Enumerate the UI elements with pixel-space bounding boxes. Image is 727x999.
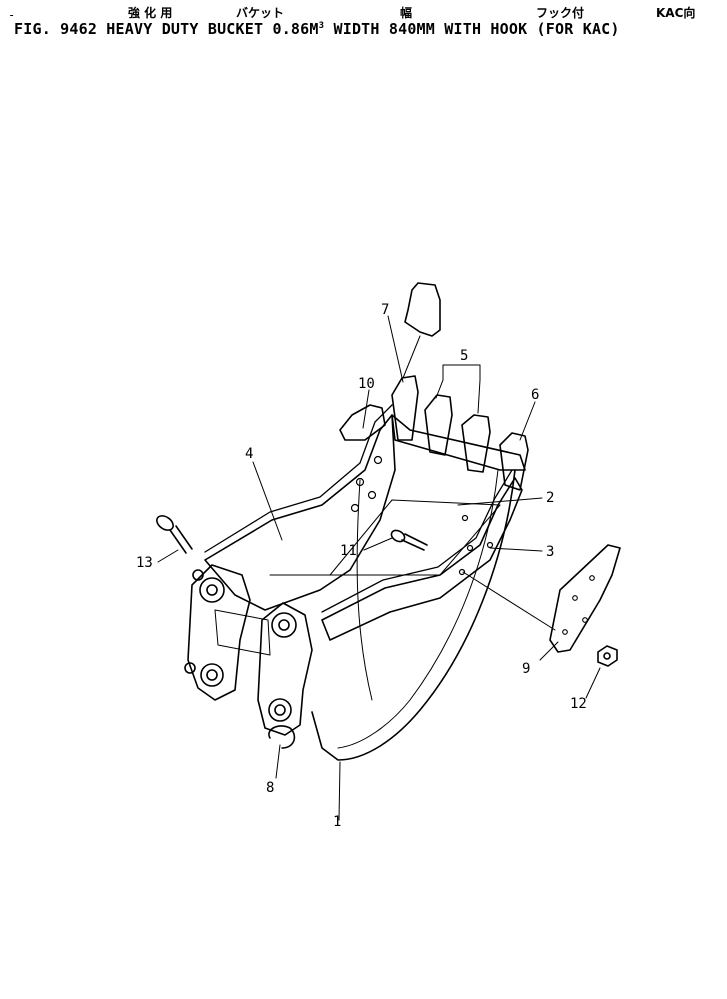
- bucket-teeth: [391, 375, 529, 491]
- callout-4: 4: [245, 446, 253, 462]
- right-side-top-edge: [321, 469, 513, 613]
- callout-3: 3: [546, 544, 554, 560]
- tooth-point: [404, 282, 441, 337]
- rear-bracket-right: [257, 602, 313, 736]
- jp-with-hook-label: フック付: [536, 6, 585, 20]
- title-superscript: 3: [318, 21, 325, 31]
- callout-11: 11: [340, 543, 357, 559]
- side-plate-9: [549, 544, 621, 653]
- callout-5: 5: [460, 348, 468, 364]
- leader-lines: [157, 315, 601, 821]
- bracket-boss: [214, 609, 271, 656]
- left-side-wall: [204, 414, 396, 611]
- bucket-shell-inner: [337, 469, 499, 749]
- rear-bracket-left: [187, 564, 251, 701]
- callout-10: 10: [358, 376, 375, 392]
- bolt-13: [156, 515, 193, 554]
- callout-1: 1: [333, 814, 341, 830]
- corner-dash: -: [8, 8, 16, 22]
- nut-12: [597, 645, 618, 667]
- callout-9: 9: [522, 661, 530, 677]
- callout-7: 7: [381, 302, 389, 318]
- cutting-edge: [391, 414, 526, 471]
- side-bolt-holes: [350, 455, 494, 576]
- title-main: FIG. 9462 HEAVY DUTY BUCKET 0.86M: [14, 20, 319, 38]
- callout-8: 8: [266, 780, 274, 796]
- hook: [268, 725, 296, 749]
- left-side-top-edge: [204, 404, 393, 553]
- pin-bosses: [184, 569, 297, 722]
- callout-6: 6: [531, 387, 539, 403]
- callout-12: 12: [570, 696, 587, 712]
- jp-width-label: 幅: [400, 6, 413, 20]
- callout-2: 2: [546, 490, 554, 506]
- callout-13: 13: [136, 555, 153, 571]
- bucket-floor: [329, 499, 501, 576]
- jp-bucket-label: バケット: [236, 6, 285, 20]
- bucket-shell: [311, 469, 516, 761]
- title-rest: WIDTH 840MM WITH HOOK (FOR KAC): [324, 20, 620, 38]
- jp-for-kac-label: KAC向: [656, 6, 696, 20]
- figure-title: FIG. 9462 HEAVY DUTY BUCKET 0.86M3 WIDTH…: [14, 20, 620, 38]
- jp-strengthened-label: 強 化 用: [128, 6, 173, 20]
- bolt-11: [390, 529, 428, 551]
- japanese-title-row: 強 化 用 バケット 幅 フック付 KAC向: [0, 4, 727, 20]
- side-cutter-left: [339, 404, 386, 441]
